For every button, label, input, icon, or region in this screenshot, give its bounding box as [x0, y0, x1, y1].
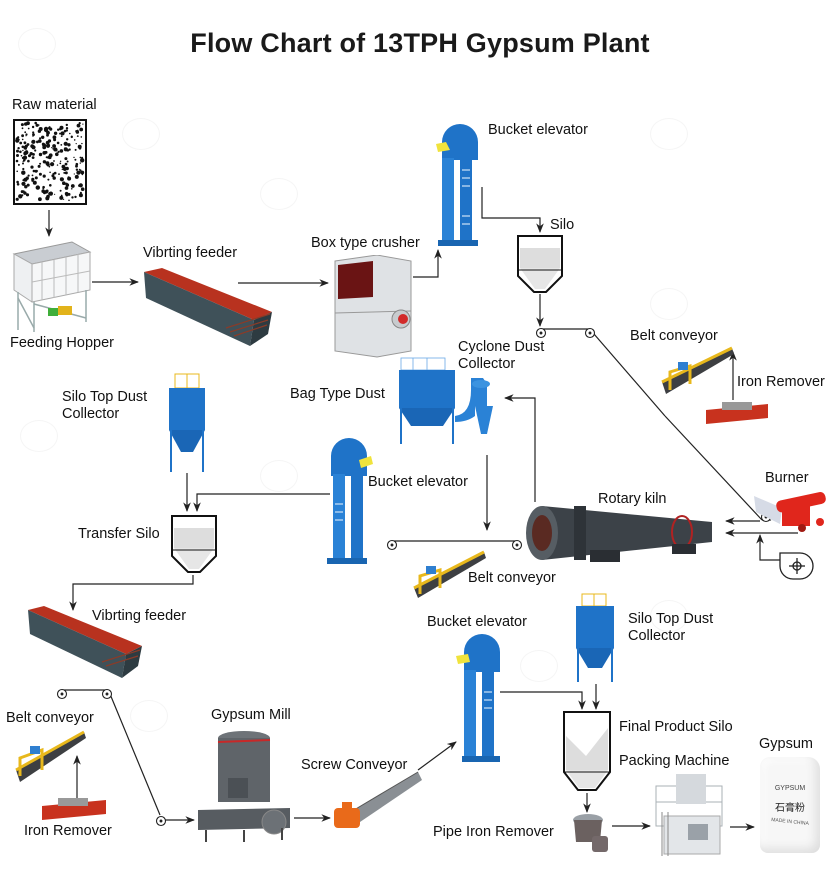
arrow-crusher-to-elevator — [413, 249, 442, 278]
label-packing-machine: Packing Machine — [619, 753, 730, 769]
gypsum-bag-image: GYPSUM 石膏粉 MADE IN CHINA — [760, 757, 820, 853]
label-feeding-hopper: Feeding Hopper — [10, 335, 114, 351]
watermark-logo — [260, 178, 298, 210]
label-rotary-kiln: Rotary kiln — [598, 491, 667, 507]
transfer-silo-icon — [171, 515, 217, 573]
watermark-logo — [260, 460, 298, 492]
silo-top-dust-collector-1-image — [169, 373, 205, 472]
label-pipe-iron-remover: Pipe Iron Remover — [433, 824, 554, 840]
burner-image — [754, 492, 826, 532]
bag-dust-collector-image — [399, 357, 493, 444]
label-belt-conveyor-2: Belt conveyor — [468, 570, 556, 586]
watermark-logo — [18, 28, 56, 60]
final-product-silo-icon — [563, 711, 611, 791]
label-gypsum: Gypsum — [759, 736, 813, 752]
rotary-kiln-image — [526, 506, 712, 562]
label-bucket-elevator-3: Bucket elevator — [427, 614, 527, 630]
packing-machine-image — [655, 774, 723, 856]
iron-remover-1-image — [706, 402, 768, 424]
label-iron-remover-2: Iron Remover — [24, 823, 112, 839]
label-iron-remover-1: Iron Remover — [737, 374, 825, 390]
bag-text-made-in-china: MADE IN CHINA — [770, 817, 810, 827]
arrow-belt-to-kiln — [593, 333, 666, 417]
box-crusher-image — [334, 255, 412, 358]
belt-conveyor-2-image — [413, 550, 486, 598]
label-final-product-silo: Final Product Silo — [619, 719, 733, 735]
bucket-elevator-1-image — [436, 124, 478, 246]
belt-conveyor-3-image — [15, 730, 86, 782]
screw-conveyor-image — [334, 771, 422, 828]
label-vibrating-feeder-1: Vibrting feeder — [143, 245, 238, 261]
label-silo-top-dust-collector-1: Silo Top Dust Collector — [62, 389, 148, 422]
page-title: Flow Chart of 13TPH Gypsum Plant — [190, 28, 650, 58]
belt-conveyor-1-image — [661, 346, 734, 394]
label-bucket-elevator-2: Bucket elevator — [368, 474, 468, 490]
arrow-transfer-silo-to-feeder — [69, 575, 194, 611]
watermark-logo — [650, 118, 688, 150]
watermark-logo — [122, 118, 160, 150]
watermark-logo — [650, 600, 688, 632]
blower-fan-icon — [779, 552, 814, 580]
label-burner: Burner — [765, 470, 809, 486]
arrow-kiln-to-cyclone — [504, 394, 536, 502]
bucket-elevator-3-image — [456, 634, 500, 762]
watermark-logo — [520, 650, 558, 682]
feeding-hopper-image — [12, 241, 92, 332]
arrow-elevator-to-final-silo — [500, 691, 586, 710]
arrow-elevator-to-transfer-silo — [193, 493, 330, 512]
label-vibrating-feeder-2: Vibrting feeder — [92, 608, 187, 624]
label-bucket-elevator-1: Bucket elevator — [488, 122, 588, 138]
label-belt-conveyor-1: Belt conveyor — [630, 328, 718, 344]
bag-text-gypsum: GYPSUM — [774, 785, 806, 792]
label-raw-material: Raw material — [12, 97, 97, 113]
silo-icon — [517, 235, 563, 293]
label-box-crusher: Box type crusher — [311, 235, 420, 251]
pipe-iron-remover-image — [573, 814, 608, 852]
raw-material-texture — [13, 119, 87, 205]
watermark-logo — [130, 700, 168, 732]
label-cyclone-dust-collector: Cyclone Dust Collector — [458, 339, 545, 372]
label-bag-type-dust: Bag Type Dust — [290, 386, 385, 402]
label-silo-top-dust-collector-2: Silo Top Dust Collector — [628, 611, 714, 644]
label-screw-conveyor: Screw Conveyor — [301, 757, 408, 773]
label-gypsum-mill: Gypsum Mill — [211, 707, 291, 723]
arrow-fan-to-burner — [756, 534, 780, 561]
vibrating-feeder-1-image — [144, 268, 272, 346]
label-silo: Silo — [550, 217, 575, 233]
bucket-elevator-2-image — [327, 438, 373, 564]
watermark-logo — [650, 288, 688, 320]
vibrating-feeder-2-image — [28, 606, 142, 678]
watermark-logo — [20, 420, 58, 452]
label-belt-conveyor-3: Belt conveyor — [6, 710, 94, 726]
arrow-screw-to-elevator — [417, 741, 457, 771]
iron-remover-2-image — [42, 798, 106, 820]
bag-text-chinese: 石膏粉 — [775, 803, 805, 814]
gypsum-mill-image — [198, 731, 290, 842]
arrow-elevator-to-silo — [481, 187, 544, 233]
silo-top-dust-collector-2-image — [576, 593, 614, 682]
label-transfer-silo: Transfer Silo — [78, 526, 160, 542]
